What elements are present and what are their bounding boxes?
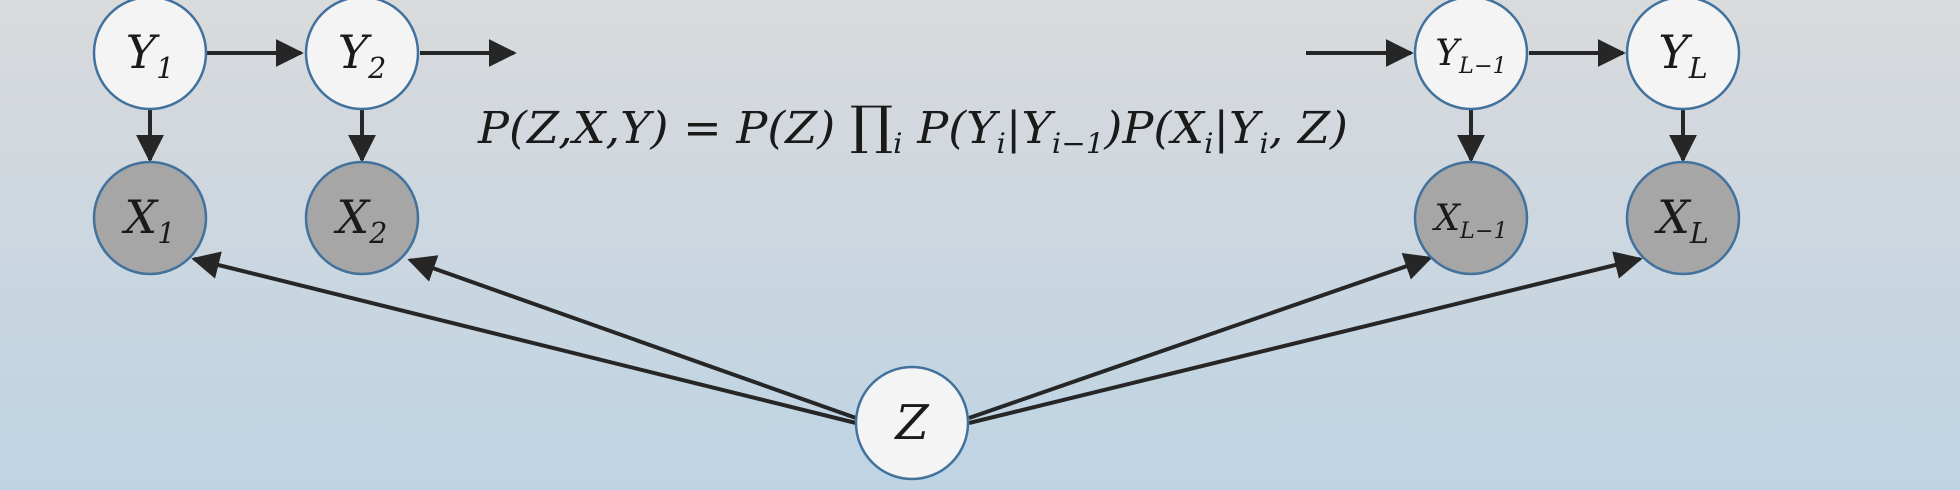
node-x1 <box>92 160 208 276</box>
label-x1: X1 <box>122 190 176 250</box>
edge-z-xl <box>968 251 1643 425</box>
node-x-l-minus-1 <box>1413 160 1529 276</box>
label-x-l: XL <box>1654 190 1709 250</box>
nodes <box>92 0 1741 481</box>
node-y2 <box>304 0 420 111</box>
node-x2 <box>304 160 420 276</box>
label-x2: X2 <box>334 190 388 250</box>
node-labels: Y1 Y2 YL−1 YL X1 X2 XL−1 XL Z <box>122 25 1709 451</box>
label-y-l-minus-1: YL−1 <box>1435 33 1506 79</box>
label-y-l: YL <box>1658 25 1707 85</box>
node-z <box>854 365 970 481</box>
edges <box>136 39 1697 425</box>
node-y1 <box>92 0 208 111</box>
node-x-l <box>1625 160 1741 276</box>
edge-z-xl1 <box>968 253 1433 420</box>
label-y2: Y2 <box>338 25 387 85</box>
node-y-l-minus-1 <box>1413 0 1529 111</box>
edge-z-x1 <box>191 251 857 425</box>
label-x-l-minus-1: XL−1 <box>1431 198 1507 244</box>
node-y-l <box>1625 0 1741 111</box>
label-y1: Y1 <box>126 25 175 85</box>
label-z: Z <box>893 395 930 451</box>
edge-z-x2 <box>407 255 857 420</box>
